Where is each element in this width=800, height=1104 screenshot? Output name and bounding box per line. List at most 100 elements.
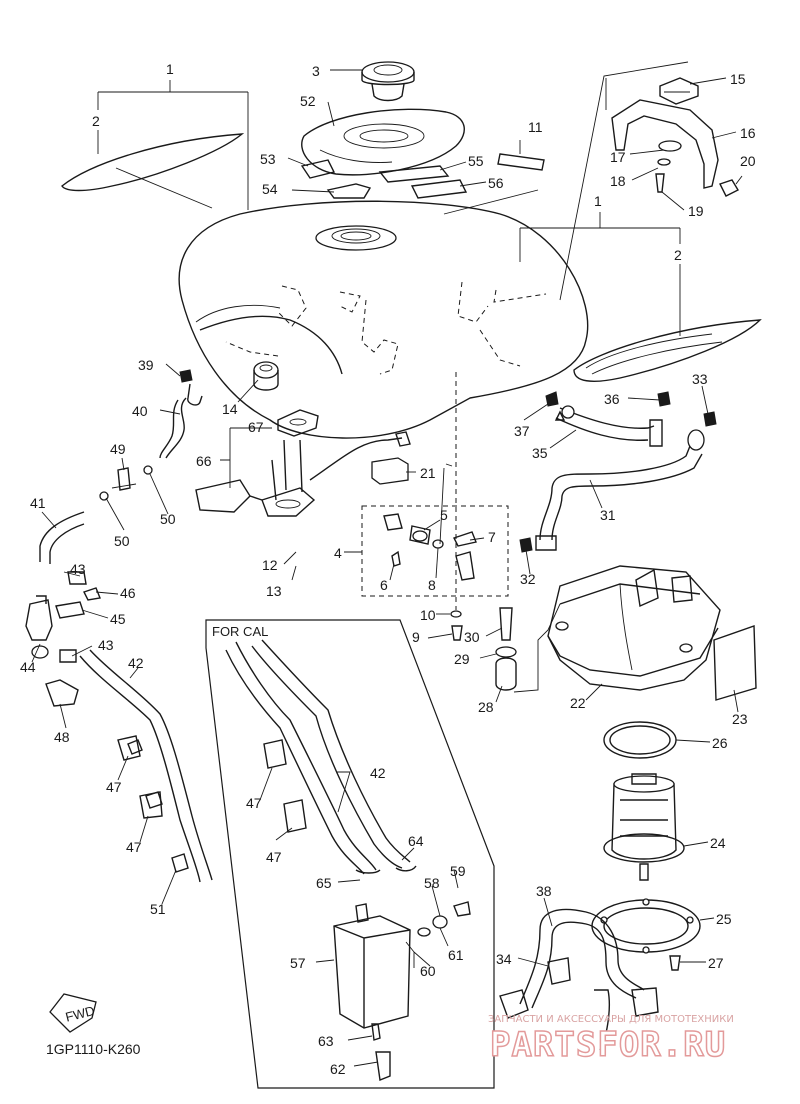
callout-38: 38 <box>536 883 552 899</box>
callout-44: 44 <box>20 659 36 675</box>
callout-58: 58 <box>424 875 440 891</box>
callout-57: 57 <box>290 955 306 971</box>
callout-43: 43 <box>70 561 86 577</box>
callout-63: 63 <box>318 1033 334 1049</box>
callout-21: 21 <box>420 465 436 481</box>
fastener-group <box>450 607 517 691</box>
callout-10: 10 <box>420 607 436 623</box>
callout-48: 48 <box>54 729 70 745</box>
hose-41 <box>39 511 85 564</box>
callout-13: 13 <box>266 583 282 599</box>
callout-numbers: 1 2 3 52 53 54 55 56 11 15 16 17 18 19 2… <box>20 61 756 1077</box>
callout-41: 41 <box>30 495 46 511</box>
callout-1: 1 <box>166 61 174 77</box>
sensor-21 <box>371 457 409 485</box>
fuel-line-38 <box>499 908 659 1051</box>
fuel-tank <box>178 200 589 610</box>
leader-lines <box>31 61 743 1067</box>
charcoal-canister <box>333 865 471 1081</box>
right-emblem <box>573 319 762 382</box>
callout-35: 35 <box>532 445 548 461</box>
callout-8: 8 <box>428 577 436 593</box>
callout-60: 60 <box>420 963 436 979</box>
callout-3: 3 <box>312 63 320 79</box>
callout-19: 19 <box>688 203 704 219</box>
valve-group-box <box>361 505 509 597</box>
callout-55: 55 <box>468 153 484 169</box>
callout-32: 32 <box>520 571 536 587</box>
callout-39: 39 <box>138 357 154 373</box>
o-ring-26 <box>603 721 677 759</box>
callout-43b: 43 <box>98 637 114 653</box>
callout-36: 36 <box>604 391 620 407</box>
callout-15: 15 <box>730 71 746 87</box>
callout-18: 18 <box>610 173 626 189</box>
for-cal-hoses <box>225 639 411 875</box>
callout-23: 23 <box>732 711 748 727</box>
callout-20: 20 <box>740 153 756 169</box>
bolt-49 <box>117 467 131 491</box>
hose-42 <box>79 649 213 883</box>
callout-67: 67 <box>248 419 264 435</box>
watermark-brand: PARTSFOR.RU <box>490 1025 726 1065</box>
canister-bracket <box>25 571 101 707</box>
callout-61: 61 <box>448 947 464 963</box>
emblem-56 <box>410 179 468 199</box>
part-code: 1GP1110-K260 <box>46 1041 141 1057</box>
emblem-54 <box>326 183 372 199</box>
hose-31 <box>519 411 717 553</box>
fuel-valve <box>383 513 477 581</box>
callout-65: 65 <box>316 875 332 891</box>
callout-1b: 1 <box>594 193 602 209</box>
callout-12: 12 <box>262 557 278 573</box>
callout-24: 24 <box>710 835 726 851</box>
callout-7: 7 <box>488 529 496 545</box>
emblem-53 <box>300 159 336 179</box>
callout-4: 4 <box>334 545 342 561</box>
clamp-47b <box>139 791 163 819</box>
screw-27 <box>669 955 681 971</box>
callout-25: 25 <box>716 911 732 927</box>
callout-5: 5 <box>440 507 448 523</box>
callout-29: 29 <box>454 651 470 667</box>
clip-39 <box>179 369 193 383</box>
fuel-pump-24 <box>603 773 685 881</box>
callout-14: 14 <box>222 401 238 417</box>
callout-27: 27 <box>708 955 724 971</box>
hose-40 <box>165 383 203 459</box>
callout-42: 42 <box>128 655 144 671</box>
sticker-11 <box>497 153 545 171</box>
pump-case <box>547 565 721 691</box>
callout-28: 28 <box>478 699 494 715</box>
callout-59: 59 <box>450 863 466 879</box>
callout-40: 40 <box>132 403 148 419</box>
grommet-14 <box>253 361 279 391</box>
callout-31: 31 <box>600 507 616 523</box>
callout-42b: 42 <box>370 765 386 781</box>
callout-54: 54 <box>262 181 278 197</box>
left-emblem <box>61 133 245 192</box>
clip-50a <box>143 465 153 475</box>
callout-62: 62 <box>330 1061 346 1077</box>
callout-2b: 2 <box>674 247 682 263</box>
callout-53: 53 <box>260 151 276 167</box>
callout-66: 66 <box>196 453 212 469</box>
clamp-47a <box>117 735 141 761</box>
tank-bracket <box>611 77 739 197</box>
fuel-sender <box>195 409 411 517</box>
callout-49: 49 <box>110 441 126 457</box>
callout-50: 50 <box>160 511 176 527</box>
callout-47d: 47 <box>266 849 282 865</box>
callout-52: 52 <box>300 93 316 109</box>
watermark-tagline: ЗАПЧАСТИ И АКСЕССУАРЫ ДЛЯ МОТОТЕХНИКИ <box>488 1014 734 1025</box>
callout-46: 46 <box>120 585 136 601</box>
for-cal-frame <box>205 619 495 1089</box>
fwd-label: FWD <box>64 1003 96 1025</box>
callout-34: 34 <box>496 951 512 967</box>
callout-33: 33 <box>692 371 708 387</box>
fuel-cap <box>361 61 415 102</box>
sheet-23 <box>713 625 757 701</box>
callout-17: 17 <box>610 149 626 165</box>
callout-16: 16 <box>740 125 756 141</box>
